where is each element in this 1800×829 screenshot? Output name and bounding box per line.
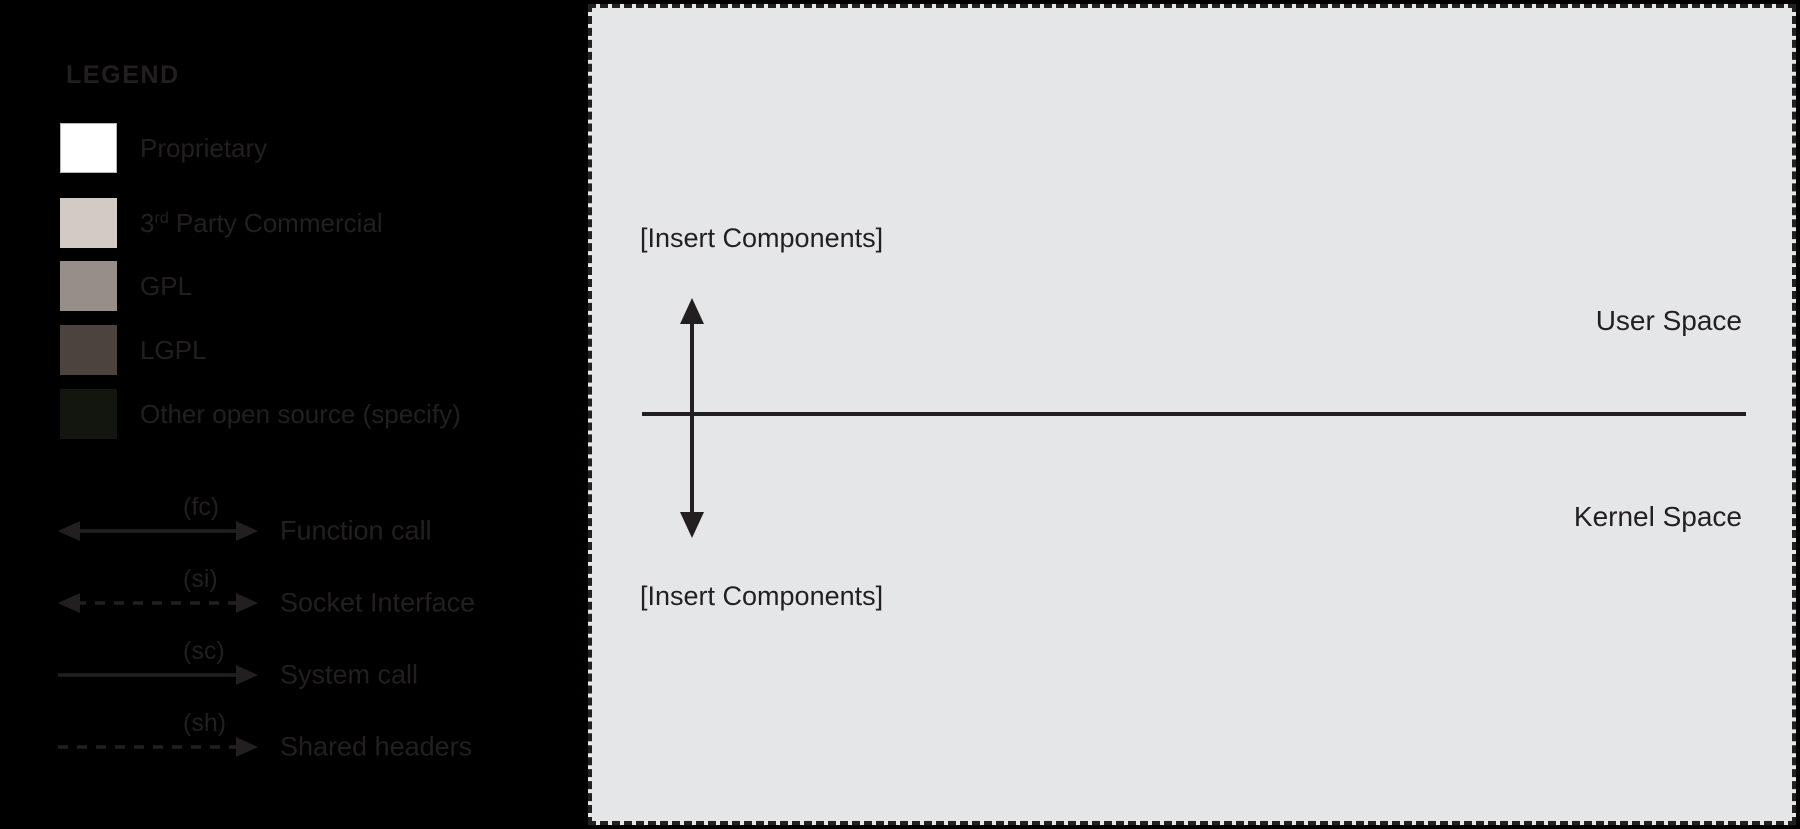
legend-swatch-label: GPL xyxy=(140,270,193,301)
legend-swatch-label: Other open source (specify) xyxy=(140,398,461,429)
insert-components-placeholder-kernel-space[interactable]: [Insert Components] xyxy=(640,581,884,611)
user-space-label: User Space xyxy=(1595,305,1742,336)
color-swatch xyxy=(60,198,117,248)
legend-swatch-label-number: 3 xyxy=(140,207,155,238)
legend-swatch-label-ordinal: rd xyxy=(154,208,169,227)
double-headed-dashed-arrow-icon xyxy=(58,593,258,613)
color-swatch xyxy=(60,123,117,173)
horizontal-boundary-line xyxy=(642,412,1746,416)
right-dashed-arrow-icon xyxy=(58,737,258,757)
color-swatch xyxy=(60,325,117,375)
legend-arrow-row-system-call: (sc) System call xyxy=(58,639,578,713)
legend-swatch-row-lgpl: LGPL xyxy=(60,322,207,378)
color-swatch xyxy=(60,389,117,439)
legend-swatch-label: Proprietary xyxy=(140,132,268,163)
legend-arrow-label: Shared headers xyxy=(280,731,473,762)
legend-arrow-code: (sc) xyxy=(183,637,225,665)
legend-arrow-row-function-call: (fc) Function call xyxy=(58,495,578,569)
legend-arrow-label: Socket Interface xyxy=(280,587,476,618)
legend-arrow-label: System call xyxy=(280,659,419,690)
legend-arrow-code: (si) xyxy=(183,565,218,593)
double-headed-solid-arrow-icon xyxy=(58,521,258,541)
vertical-double-headed-arrow-icon xyxy=(680,298,704,538)
legend-arrow-row-socket-interface: (si) Socket Interface xyxy=(58,567,578,641)
color-swatch xyxy=(60,261,117,311)
legend-arrow-code: (fc) xyxy=(183,493,220,521)
legend-swatch-row-third-party-commercial: 3rd Party Commercial xyxy=(60,195,383,251)
legend-arrow-code: (sh) xyxy=(183,709,227,737)
legend-panel: LEGEND Proprietary 3rd Party Commercial … xyxy=(0,0,588,829)
legend-swatch-label-rest: Party Commercial xyxy=(168,207,383,238)
insert-components-placeholder-user-space[interactable]: [Insert Components] xyxy=(640,223,884,253)
legend-swatch-row-other-open-source: Other open source (specify) xyxy=(60,386,461,442)
diagram-canvas[interactable]: [Insert Components] User Space Kernel Sp… xyxy=(588,4,1796,825)
legend-swatch-label: 3rd Party Commercial xyxy=(140,207,383,238)
right-solid-arrow-icon xyxy=(58,665,258,685)
kernel-space-label: Kernel Space xyxy=(1573,501,1742,532)
legend-swatch-label: LGPL xyxy=(140,334,207,365)
legend-arrow-label: Function call xyxy=(280,515,432,546)
legend-title: LEGEND xyxy=(66,61,180,89)
legend-swatch-row-gpl: GPL xyxy=(60,258,192,314)
legend-swatch-row-proprietary: Proprietary xyxy=(60,120,267,176)
legend-arrow-row-shared-headers: (sh) Shared headers xyxy=(58,711,578,785)
